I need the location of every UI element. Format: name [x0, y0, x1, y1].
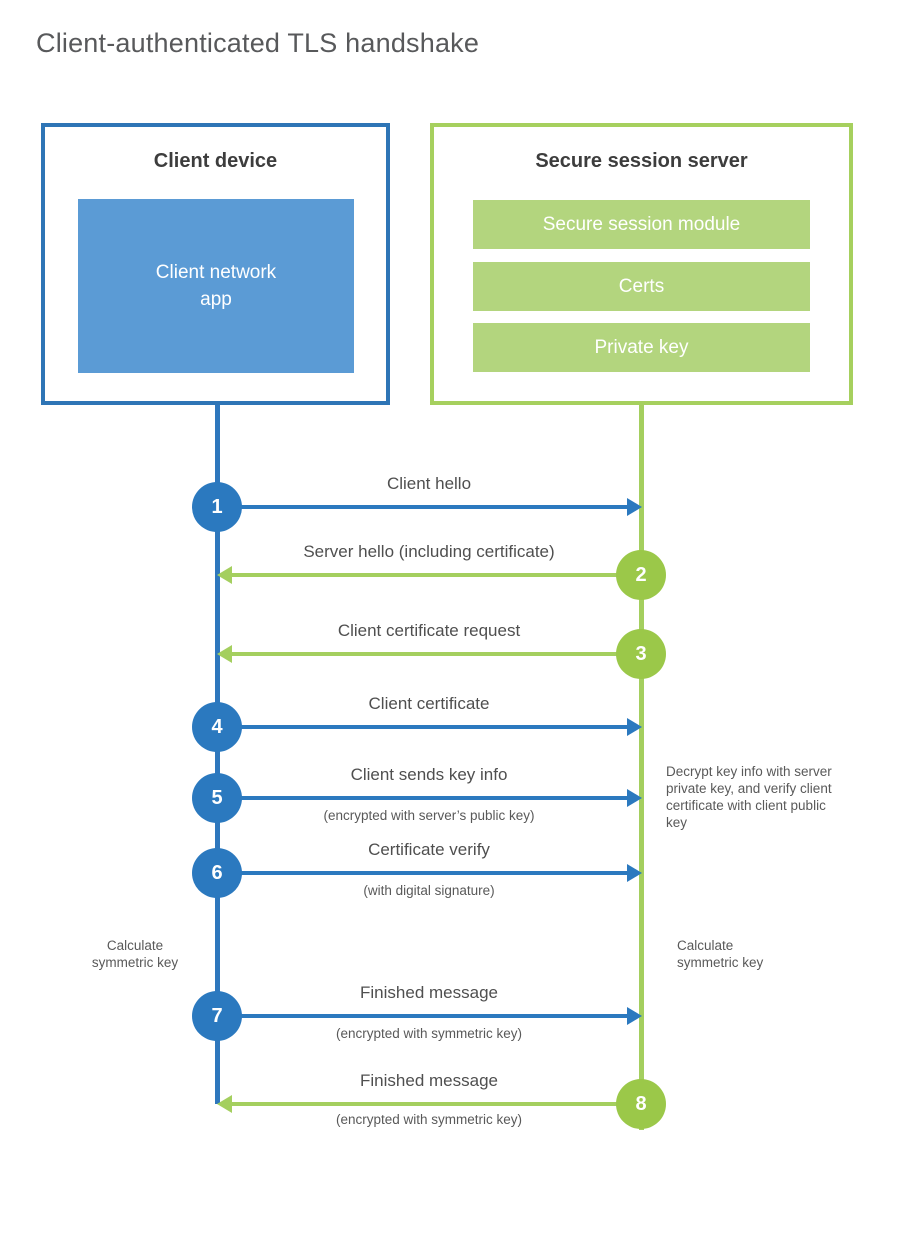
step-badge-6: 6: [192, 848, 242, 898]
message-label-6: Certificate verify: [368, 840, 490, 859]
message-arrow-6: [217, 871, 629, 875]
message-arrow-8: [231, 1102, 641, 1106]
step-badge-5: 5: [192, 773, 242, 823]
page-title: Client-authenticated TLS handshake: [36, 28, 480, 58]
message-arrow-4: [217, 725, 629, 729]
arrowhead-right-icon: [627, 718, 642, 736]
message-arrow-3: [231, 652, 641, 656]
client-device-title: Client device: [153, 150, 278, 172]
arrowhead-left-icon: [217, 645, 232, 663]
message-arrow-2: [231, 573, 641, 577]
message-sub-8: (encrypted with symmetric key): [335, 1112, 523, 1127]
message-label-1: Client hello: [386, 474, 472, 493]
step-badge-1: 1: [192, 482, 242, 532]
calc-symmetric-key-right: Calculate symmetric key: [677, 938, 764, 970]
arrowhead-left-icon: [217, 1095, 232, 1113]
decrypt-key-note: Decrypt key info with server private key…: [666, 764, 832, 830]
server-title: Secure session server: [535, 150, 748, 172]
message-arrow-5: [217, 796, 629, 800]
arrowhead-right-icon: [627, 789, 642, 807]
step-badge-3: 3: [616, 629, 666, 679]
client-network-app-box: Client network app: [78, 199, 354, 373]
message-sub-5: (encrypted with server’s public key): [323, 808, 535, 823]
message-label-8: Finished message: [360, 1071, 498, 1090]
client-lifeline: [215, 405, 220, 1104]
arrowhead-right-icon: [627, 498, 642, 516]
step-badge-4: 4: [192, 702, 242, 752]
server-module-certs: Certs: [473, 262, 810, 311]
message-label-3: Client certificate request: [337, 621, 521, 640]
server-module-private-key: Private key: [473, 323, 810, 372]
arrowhead-right-icon: [627, 864, 642, 882]
server-lifeline: [639, 405, 644, 1130]
message-arrow-1: [217, 505, 629, 509]
step-badge-8: 8: [616, 1079, 666, 1129]
message-label-5: Client sends key info: [350, 765, 508, 784]
server-module-secure-session: Secure session module: [473, 200, 810, 249]
message-sub-6: (with digital signature): [363, 883, 495, 898]
message-label-2: Server hello (including certificate): [303, 542, 555, 561]
step-badge-2: 2: [616, 550, 666, 600]
message-label-7: Finished message: [360, 983, 498, 1002]
step-badge-7: 7: [192, 991, 242, 1041]
message-arrow-7: [217, 1014, 629, 1018]
calc-symmetric-key-left: Calculate symmetric key: [91, 938, 179, 970]
message-sub-7: (encrypted with symmetric key): [335, 1026, 523, 1041]
arrowhead-left-icon: [217, 566, 232, 584]
arrowhead-right-icon: [627, 1007, 642, 1025]
message-label-4: Client certificate: [368, 694, 490, 713]
